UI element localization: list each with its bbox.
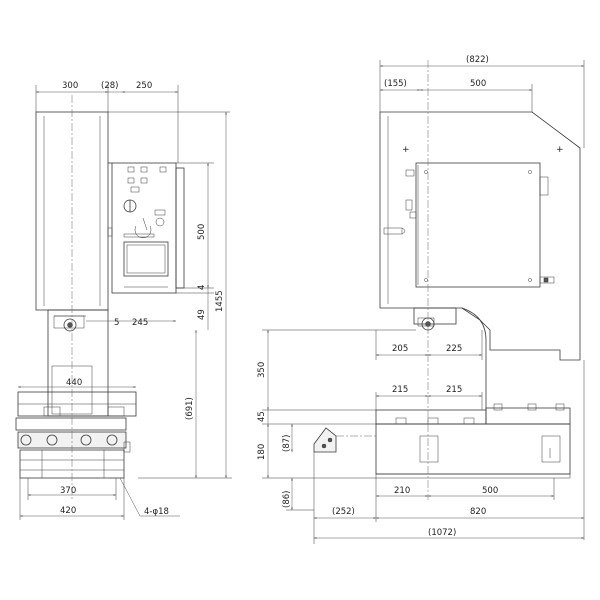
- side-dim-215-a: 215: [392, 385, 408, 395]
- side-dim-225: 225: [446, 344, 462, 354]
- side-dim-base-500: 500: [482, 486, 498, 496]
- side-dim-180: 180: [257, 444, 267, 460]
- side-dim-210: 210: [394, 486, 410, 496]
- front-dim-offset-5: 5: [114, 318, 119, 328]
- front-dim-panel-500: 500: [197, 224, 207, 240]
- front-dim-350: 350: [257, 362, 267, 378]
- front-dim-base-370: 370: [60, 486, 76, 496]
- front-dim-height-1455: 1455: [215, 290, 225, 312]
- front-dim-base-420: 420: [60, 506, 76, 516]
- front-dim-49: 49: [197, 309, 207, 320]
- front-dim-width-250: 250: [136, 81, 152, 91]
- side-dim-45: 45: [257, 411, 267, 422]
- side-dim-155: (155): [384, 79, 407, 89]
- side-dim-86: (86): [282, 491, 292, 508]
- side-dim-820: 820: [470, 507, 486, 517]
- side-view: + + (822: [185, 55, 585, 544]
- front-dim-691: (691): [185, 397, 195, 420]
- side-dim-205: 205: [392, 344, 408, 354]
- control-panel: [107, 162, 185, 294]
- front-dim-offset-245: 245: [132, 318, 148, 328]
- side-dim-252: (252): [332, 507, 355, 517]
- front-dim-width-300: 300: [62, 81, 78, 91]
- side-dim-500: 500: [470, 79, 486, 89]
- svg-text:+: +: [556, 145, 564, 155]
- foot-pedal: [313, 427, 376, 453]
- side-dim-215-b: 215: [446, 385, 462, 395]
- side-dim-1072: (1072): [428, 528, 456, 538]
- side-dim-87: (87): [282, 435, 292, 452]
- front-dim-table-440: 440: [66, 378, 82, 388]
- front-hole-note: 4-φ18: [144, 507, 169, 517]
- front-dim-4: 4: [197, 285, 207, 290]
- svg-text:+: +: [402, 145, 410, 155]
- side-dim-overall-822: (822): [466, 55, 489, 65]
- front-view: 300 (28) 250 500 4 49 1455 5 245 440 370…: [15, 81, 232, 520]
- front-dim-offset-28: (28): [101, 81, 118, 91]
